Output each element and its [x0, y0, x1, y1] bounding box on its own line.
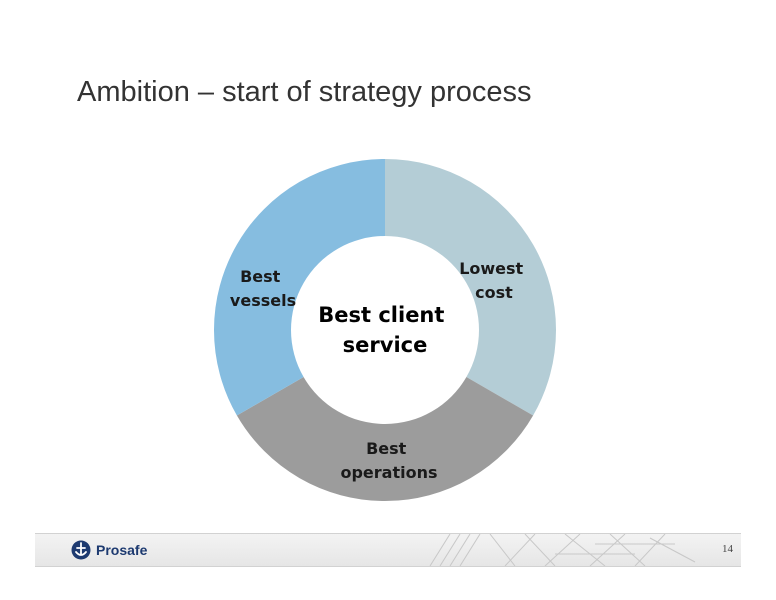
segment-label-best-operations: Best operations [340, 439, 437, 482]
prosafe-logo-icon [71, 540, 91, 560]
segment-lowest-cost [385, 159, 557, 416]
segment-label-best-vessels: Best vessels [230, 267, 296, 310]
center-label: Best client service [318, 303, 452, 357]
footer-pattern-decoration [429, 534, 696, 566]
logo-text: Prosafe [96, 542, 148, 558]
slide-title: Ambition – start of strategy process [77, 76, 532, 108]
segment-best-vessels [213, 159, 385, 416]
segment-label-lowest-cost: Lowest cost [459, 259, 529, 302]
page-number: 14 [722, 543, 733, 555]
prosafe-logo: Prosafe [71, 540, 147, 560]
footer-bar: Prosafe 14 [35, 533, 741, 567]
segment-best-operations [236, 377, 534, 502]
